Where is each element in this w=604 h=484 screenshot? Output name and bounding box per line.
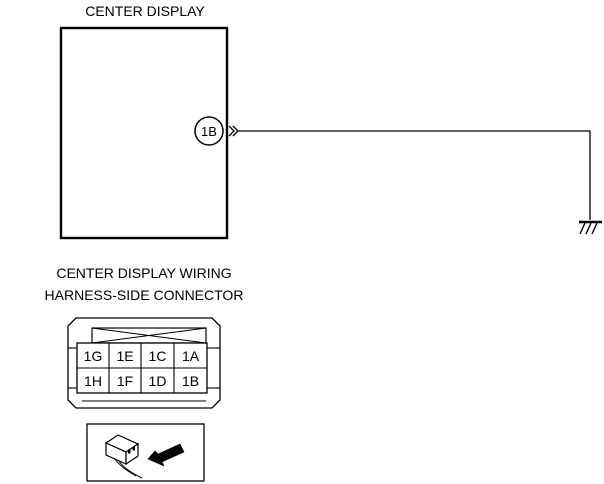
harness-title-line2: HARNESS-SIDE CONNECTOR (45, 287, 244, 303)
center-display-box (59, 26, 229, 240)
connector-insertion-arrow-icon (104, 434, 185, 479)
pin-1e: 1E (116, 348, 133, 364)
connector-1b-label: 1B (201, 124, 217, 139)
ground-wire (238, 130, 591, 220)
pin-1c: 1C (149, 348, 167, 364)
harness-title-line1: CENTER DISPLAY WIRING (56, 265, 231, 281)
ground-symbol-icon (579, 220, 602, 235)
pin-1d: 1D (149, 373, 167, 389)
pin-1g: 1G (84, 348, 103, 364)
pin-1a: 1A (182, 348, 200, 364)
lock-tab-cross-b (91, 327, 207, 344)
connector-1b-circle (194, 116, 224, 146)
pin-1b: 1B (182, 373, 199, 389)
double-chevron-connector-icon (228, 125, 239, 137)
connector-view-box (86, 423, 205, 482)
pin-1h: 1H (84, 373, 102, 389)
connector-side-guides (68, 347, 220, 389)
pin-1f: 1F (117, 373, 133, 389)
center-display-title: CENTER DISPLAY (85, 3, 205, 19)
